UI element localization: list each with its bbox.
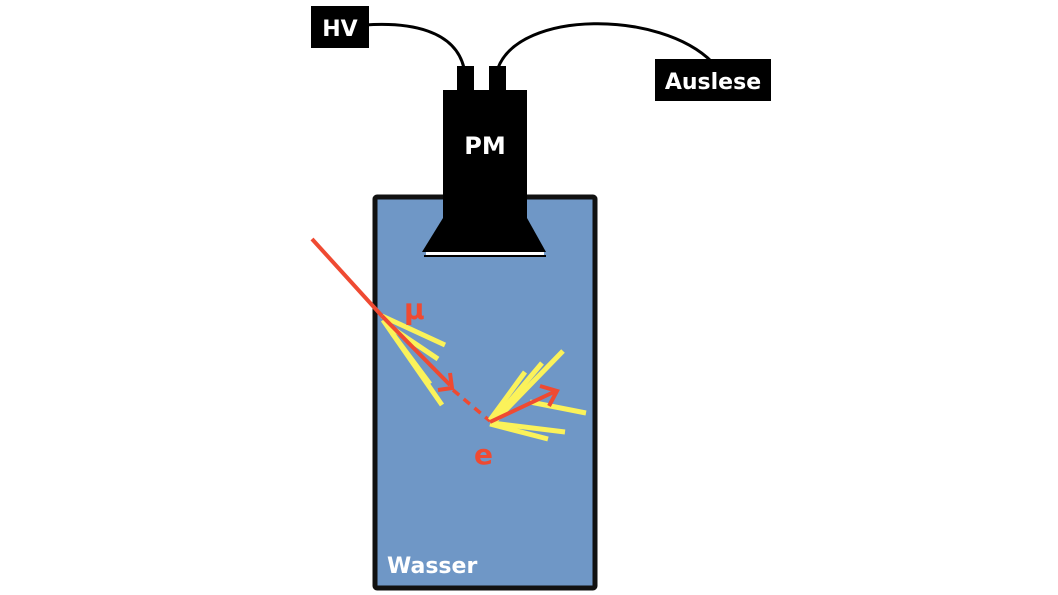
water-label: Wasser (387, 554, 477, 579)
muon-label: μ (404, 293, 425, 326)
pm-label: PM (464, 132, 505, 160)
muon-arrowhead (437, 372, 455, 392)
hv-box: HV (311, 6, 369, 48)
muon-cherenkov-light (380, 313, 447, 407)
electron-arrowhead (539, 384, 560, 407)
electron-label: e (474, 438, 493, 471)
pm-pin-left (457, 66, 474, 92)
readout-box: Auslese (655, 59, 771, 101)
readout-cable (496, 22, 714, 69)
readout-label: Auslese (665, 70, 761, 95)
pm-window (426, 252, 544, 255)
electron-track (489, 384, 560, 424)
pm-body (443, 90, 527, 220)
muon-track (310, 237, 492, 423)
photomultiplier: PM (422, 66, 546, 257)
electron-cherenkov-light (487, 349, 587, 442)
pm-cone (422, 218, 546, 252)
hv-label: HV (322, 17, 357, 42)
pm-pin-right (489, 66, 506, 92)
hv-cable (364, 22, 466, 69)
